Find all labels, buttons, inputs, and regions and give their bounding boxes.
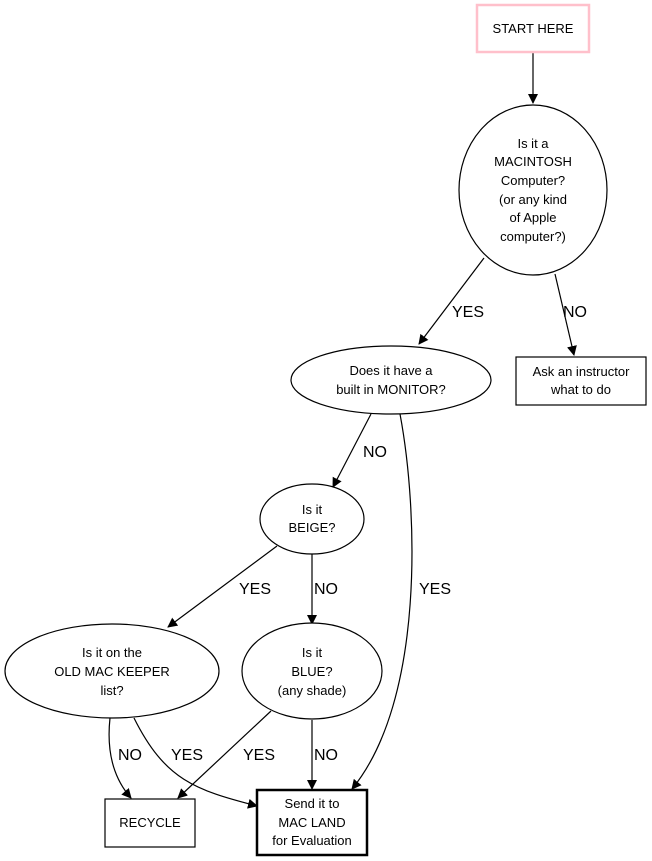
edge-label-monitor-macland: YES (419, 581, 451, 598)
edge-keeper-to-macland (133, 717, 258, 809)
edge-label-is-mac-ask: NO (563, 304, 587, 321)
monitor-ellipse (290, 345, 492, 415)
start-box (475, 3, 591, 54)
node-start: START HERE (475, 3, 591, 54)
edge-monitor-to-beige (332, 413, 372, 488)
node-blue: Is it BLUE? (any shade) (241, 622, 383, 720)
node-is-mac-line-1: MACINTOSH (494, 154, 572, 169)
node-blue-line-2: (any shade) (278, 683, 347, 698)
edge-keeper-to-recycle (108, 717, 132, 799)
edge-label-blue-recycle: YES (243, 747, 275, 764)
node-is-mac-line-4: of Apple (510, 210, 557, 225)
edge-label-keeper-recycle: NO (118, 747, 142, 764)
node-keeper-line-0: Is it on the (82, 645, 142, 660)
node-beige: Is it BEIGE? (259, 483, 365, 555)
edge-label-is-mac-monitor: YES (452, 304, 484, 321)
node-beige-line-1: BEIGE? (289, 520, 336, 535)
recycle-box (104, 798, 196, 848)
edge-label-monitor-beige: NO (363, 444, 387, 461)
beige-ellipse (259, 483, 365, 555)
node-is-mac-line-3: (or any kind (499, 192, 567, 207)
node-monitor-line-0: Does it have a (349, 363, 433, 378)
edge-labels: YES NO NO YES YES NO NO YES YES NO (118, 304, 587, 764)
ask-box (515, 356, 647, 406)
node-ask-line-1: what to do (550, 382, 611, 397)
keeper-ellipse (4, 623, 220, 719)
edge-label-beige-keeper: YES (239, 581, 271, 598)
edge-monitor-to-macland (351, 413, 413, 790)
edge-blue-to-recycle (177, 710, 272, 799)
node-is-mac-line-2: Computer? (501, 173, 565, 188)
node-ask-line-0: Ask an instructor (533, 364, 630, 379)
edge-label-blue-macland: NO (314, 747, 338, 764)
node-macland: Send it to MAC LAND for Evaluation (255, 788, 369, 857)
is-mac-ellipse (458, 104, 608, 276)
node-monitor-line-1: built in MONITOR? (336, 382, 446, 397)
node-recycle: RECYCLE (104, 798, 196, 848)
node-macland-line-2: for Evaluation (272, 833, 352, 848)
blue-ellipse (241, 622, 383, 720)
node-macland-line-1: MAC LAND (278, 815, 345, 830)
node-keeper: Is it on the OLD MAC KEEPER list? (4, 623, 220, 719)
edge-beige-to-keeper (167, 545, 278, 628)
node-is-mac-line-5: computer?) (500, 229, 566, 244)
node-ask: Ask an instructor what to do (515, 356, 647, 406)
edge-label-beige-blue: NO (314, 581, 338, 598)
node-blue-line-0: Is it (302, 645, 323, 660)
node-macland-line-0: Send it to (285, 796, 340, 811)
node-start-line-0: START HERE (493, 21, 574, 36)
node-keeper-line-1: OLD MAC KEEPER (54, 664, 170, 679)
node-keeper-line-2: list? (100, 683, 123, 698)
edge-label-keeper-macland: YES (171, 747, 203, 764)
node-is-mac: Is it a MACINTOSH Computer? (or any kind… (458, 104, 608, 276)
node-recycle-line-0: RECYCLE (119, 815, 181, 830)
node-beige-line-0: Is it (302, 502, 323, 517)
node-is-mac-line-0: Is it a (517, 136, 549, 151)
macland-box (255, 788, 369, 857)
node-monitor: Does it have a built in MONITOR? (290, 345, 492, 415)
edge-is-mac-to-ask (554, 273, 577, 356)
edge-is-mac-to-monitor (418, 257, 485, 345)
edges (108, 52, 577, 809)
node-blue-line-1: BLUE? (291, 664, 332, 679)
